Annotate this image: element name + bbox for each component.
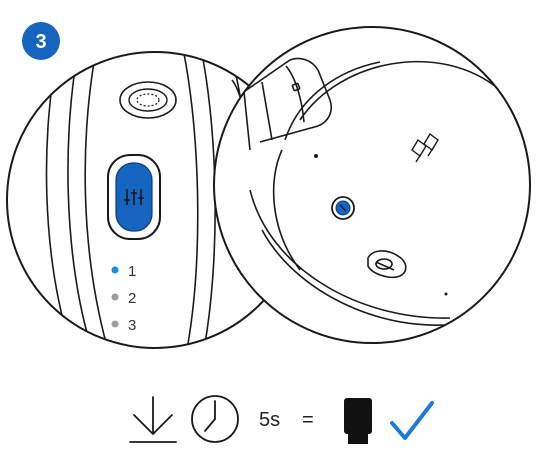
checkmark-icon (390, 401, 434, 440)
slider-switch[interactable] (367, 250, 407, 279)
solid-indicator-icon (344, 398, 372, 444)
press-down-icon (129, 396, 177, 443)
led-indicator (111, 320, 119, 328)
clock-icon (191, 395, 239, 443)
led-indicators: 1 2 3 (111, 263, 136, 334)
brand-logo-icon (411, 132, 439, 163)
control-button[interactable] (107, 154, 161, 240)
pinhole-dot (444, 292, 448, 296)
equals-sign: = (302, 409, 314, 431)
led-indicator (111, 293, 119, 301)
right-zoom-detail (213, 26, 531, 344)
led-indicator (111, 266, 119, 274)
microphone-icon (119, 81, 177, 119)
duration-label: 5s (259, 409, 280, 431)
pinhole-dot (314, 154, 318, 158)
equalizer-icon (124, 189, 144, 205)
led-label: 1 (128, 263, 136, 280)
led-label: 2 (128, 290, 136, 307)
instruction-row: 5s = (129, 395, 434, 444)
step-number: 3 (35, 31, 46, 53)
led-label: 3 (128, 317, 136, 334)
cup-button[interactable] (331, 196, 355, 220)
step-badge: 3 (22, 22, 60, 60)
